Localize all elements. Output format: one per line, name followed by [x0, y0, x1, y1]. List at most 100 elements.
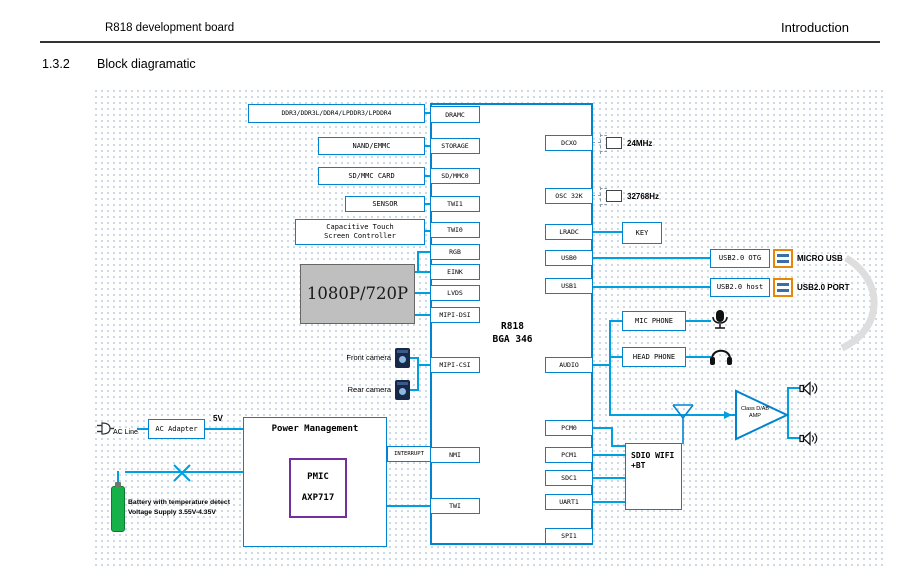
wifi-line1: SDIO WIFI [631, 451, 675, 460]
usb-host-block: USB2.0 host [710, 278, 770, 297]
wire [424, 203, 432, 205]
wire [592, 257, 711, 259]
interrupt-block: INTERRUPT [387, 446, 431, 462]
port-mipi-csi: MIPI-CSI [430, 357, 480, 373]
section-number: 1.3.2 [42, 57, 70, 71]
wire [414, 271, 431, 273]
wire [611, 445, 626, 447]
ac-adapter-block: AC Adapter [148, 419, 205, 439]
wire [417, 251, 419, 273]
amp-triangle [735, 389, 790, 441]
wire [417, 357, 419, 391]
power-management-title: Power Management [271, 424, 359, 434]
port-lvds: LVDS [430, 285, 480, 301]
wire-dashed [592, 195, 601, 196]
wire [117, 471, 119, 487]
battery-switch-x-icon [173, 464, 191, 482]
usb-port-connector-icon [773, 278, 793, 297]
wire [424, 112, 432, 114]
touch-line2: Screen Controller [324, 232, 396, 240]
port-twi: TWI [430, 498, 480, 514]
wire [125, 471, 244, 473]
amp-label: Class D/AB AMP [737, 406, 773, 419]
wire-dashed [600, 151, 607, 152]
wire [592, 454, 626, 456]
clock-32k-label: 32768Hz [627, 192, 660, 201]
port-sdmmc0: SD/MMC0 [430, 168, 480, 184]
wire [787, 387, 789, 439]
header-left: R818 development board [105, 22, 235, 34]
wire [609, 320, 623, 322]
wire [609, 414, 736, 416]
wire [137, 428, 150, 430]
section-title: Block diagramatic [97, 57, 196, 71]
port-usb1: USB1 [545, 278, 593, 294]
voltage-5v-label: 5V [213, 414, 223, 423]
port-eink: EINK [430, 264, 480, 280]
port-uart1: UART1 [545, 494, 593, 510]
header-right: Introduction [781, 20, 849, 35]
wire [409, 389, 419, 391]
header-rule [40, 41, 880, 43]
port-twi1: TWI1 [430, 196, 480, 212]
wire [417, 364, 431, 366]
speaker-icon [799, 381, 818, 396]
wifi-line2: +BT [631, 461, 646, 470]
port-dramc: DRAMC [430, 106, 480, 123]
wire-dashed [600, 135, 607, 136]
touch-line1: Capacitive Touch [326, 223, 394, 232]
usb-otg-block: USB2.0 OTG [710, 249, 770, 268]
wire [592, 286, 711, 288]
port-nmi: NMI [430, 447, 480, 463]
dram-block: DDR3/DDR3L/DDR4/LPDDR3/LPDDR4 [248, 104, 425, 123]
display-block: 1080P/720P [300, 264, 415, 324]
battery-label-line2: Voltage Supply 3.55V-4.35V [128, 509, 216, 516]
mic-phone-block: MIC PHONE [622, 311, 686, 331]
watermark-arc [840, 255, 878, 352]
amp-label-line2: AMP [749, 412, 761, 419]
sensor-block: SENSOR [345, 196, 425, 212]
wire [685, 356, 711, 358]
antenna-icon [672, 404, 694, 444]
chip-name-line2: BGA 346 [492, 334, 533, 346]
wire [592, 427, 613, 429]
wire [685, 320, 711, 322]
arrowhead-icon [724, 411, 732, 419]
wire [611, 427, 613, 447]
port-dcxo: DCXO [545, 135, 593, 151]
wire [787, 437, 800, 439]
crystal-32k-icon [606, 190, 622, 202]
port-storage: STORAGE [430, 138, 480, 154]
port-pcm1: PCM1 [545, 447, 593, 463]
wire [424, 145, 432, 147]
ac-plug-icon [97, 422, 114, 435]
touch-controller-block: Capacitive Touch Screen Controller [295, 219, 425, 245]
wire [414, 292, 431, 294]
pmic-line2: AXP717 [301, 492, 335, 503]
headphone-icon [710, 349, 732, 365]
crystal-24mhz-icon [606, 137, 622, 149]
wire [592, 364, 611, 366]
clock-24mhz-label: 24MHz [627, 139, 653, 148]
wire [592, 501, 626, 503]
port-spi1: SPI1 [545, 528, 593, 544]
head-phone-block: HEAD PHONE [622, 347, 686, 367]
rear-camera-icon [395, 380, 410, 400]
front-camera-label: Front camera [346, 353, 391, 362]
port-lradc: LRADC [545, 224, 593, 240]
port-twi0: TWI0 [430, 222, 480, 238]
wire [414, 314, 431, 316]
wire [386, 505, 431, 507]
port-sdc1: SDC1 [545, 470, 593, 486]
port-usb0: USB0 [545, 250, 593, 266]
port-rgb: RGB [430, 244, 480, 260]
wire-dashed [600, 188, 607, 189]
battery-label-line1: Battery with temperature detect [128, 499, 230, 506]
wire [409, 357, 419, 359]
battery-icon [111, 482, 125, 532]
wire [592, 231, 623, 233]
wire-dashed [600, 134, 601, 154]
wire [609, 356, 623, 358]
front-camera-icon [395, 348, 410, 368]
